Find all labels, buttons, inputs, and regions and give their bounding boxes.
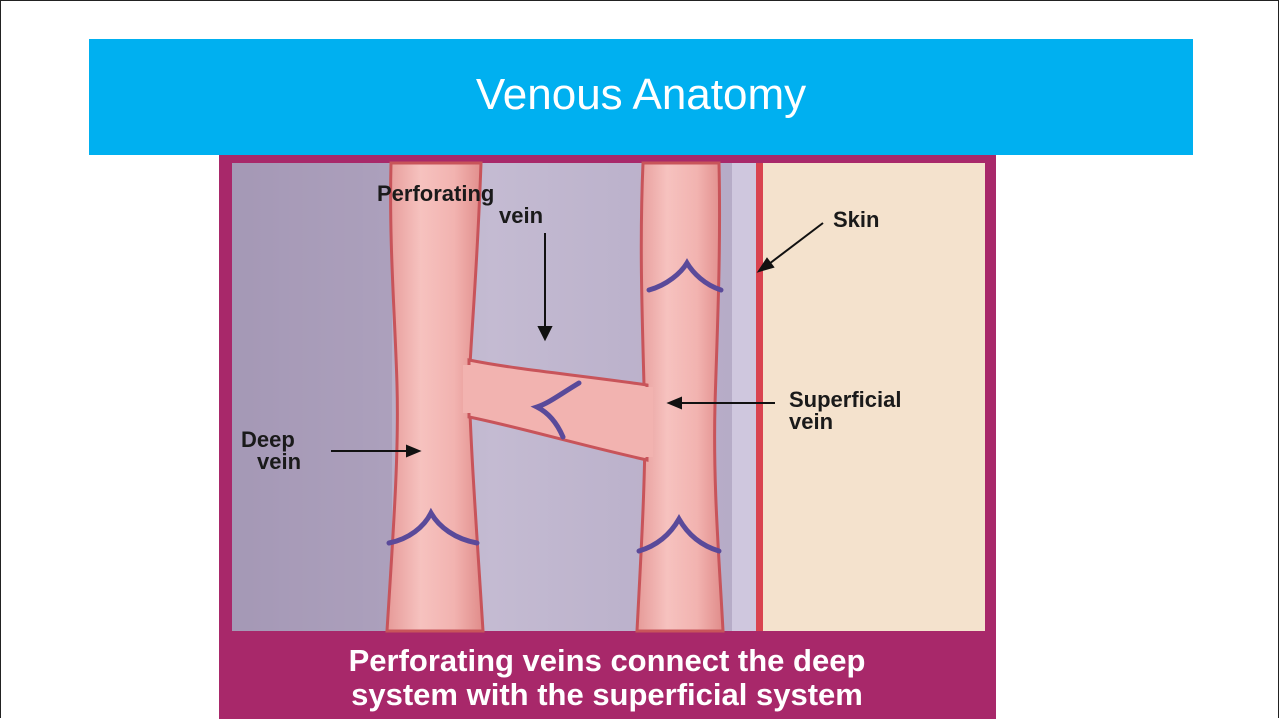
perforating-vein-joint-deep xyxy=(463,365,475,413)
label-skin: Skin xyxy=(833,207,879,232)
label-perforating-line2: vein xyxy=(499,203,543,228)
perforating-vein-joint-superficial xyxy=(641,387,653,457)
title-bar: Venous Anatomy xyxy=(89,39,1193,155)
caption-line2: system with the superficial system xyxy=(351,677,863,712)
label-superficial-line2: vein xyxy=(789,409,833,434)
caption-line1: Perforating veins connect the deep xyxy=(349,643,866,678)
venous-anatomy-illustration: Perforating vein Skin Superficial vein D… xyxy=(219,155,996,719)
venous-diagram: Perforating vein Skin Superficial vein D… xyxy=(219,155,996,719)
label-deep-line2: vein xyxy=(257,449,301,474)
label-perforating-line1: Perforating xyxy=(377,181,494,206)
skin-layer xyxy=(732,163,756,631)
tissue-shade-left xyxy=(232,163,392,631)
slide-title: Venous Anatomy xyxy=(476,70,806,120)
skin-line xyxy=(756,163,763,631)
